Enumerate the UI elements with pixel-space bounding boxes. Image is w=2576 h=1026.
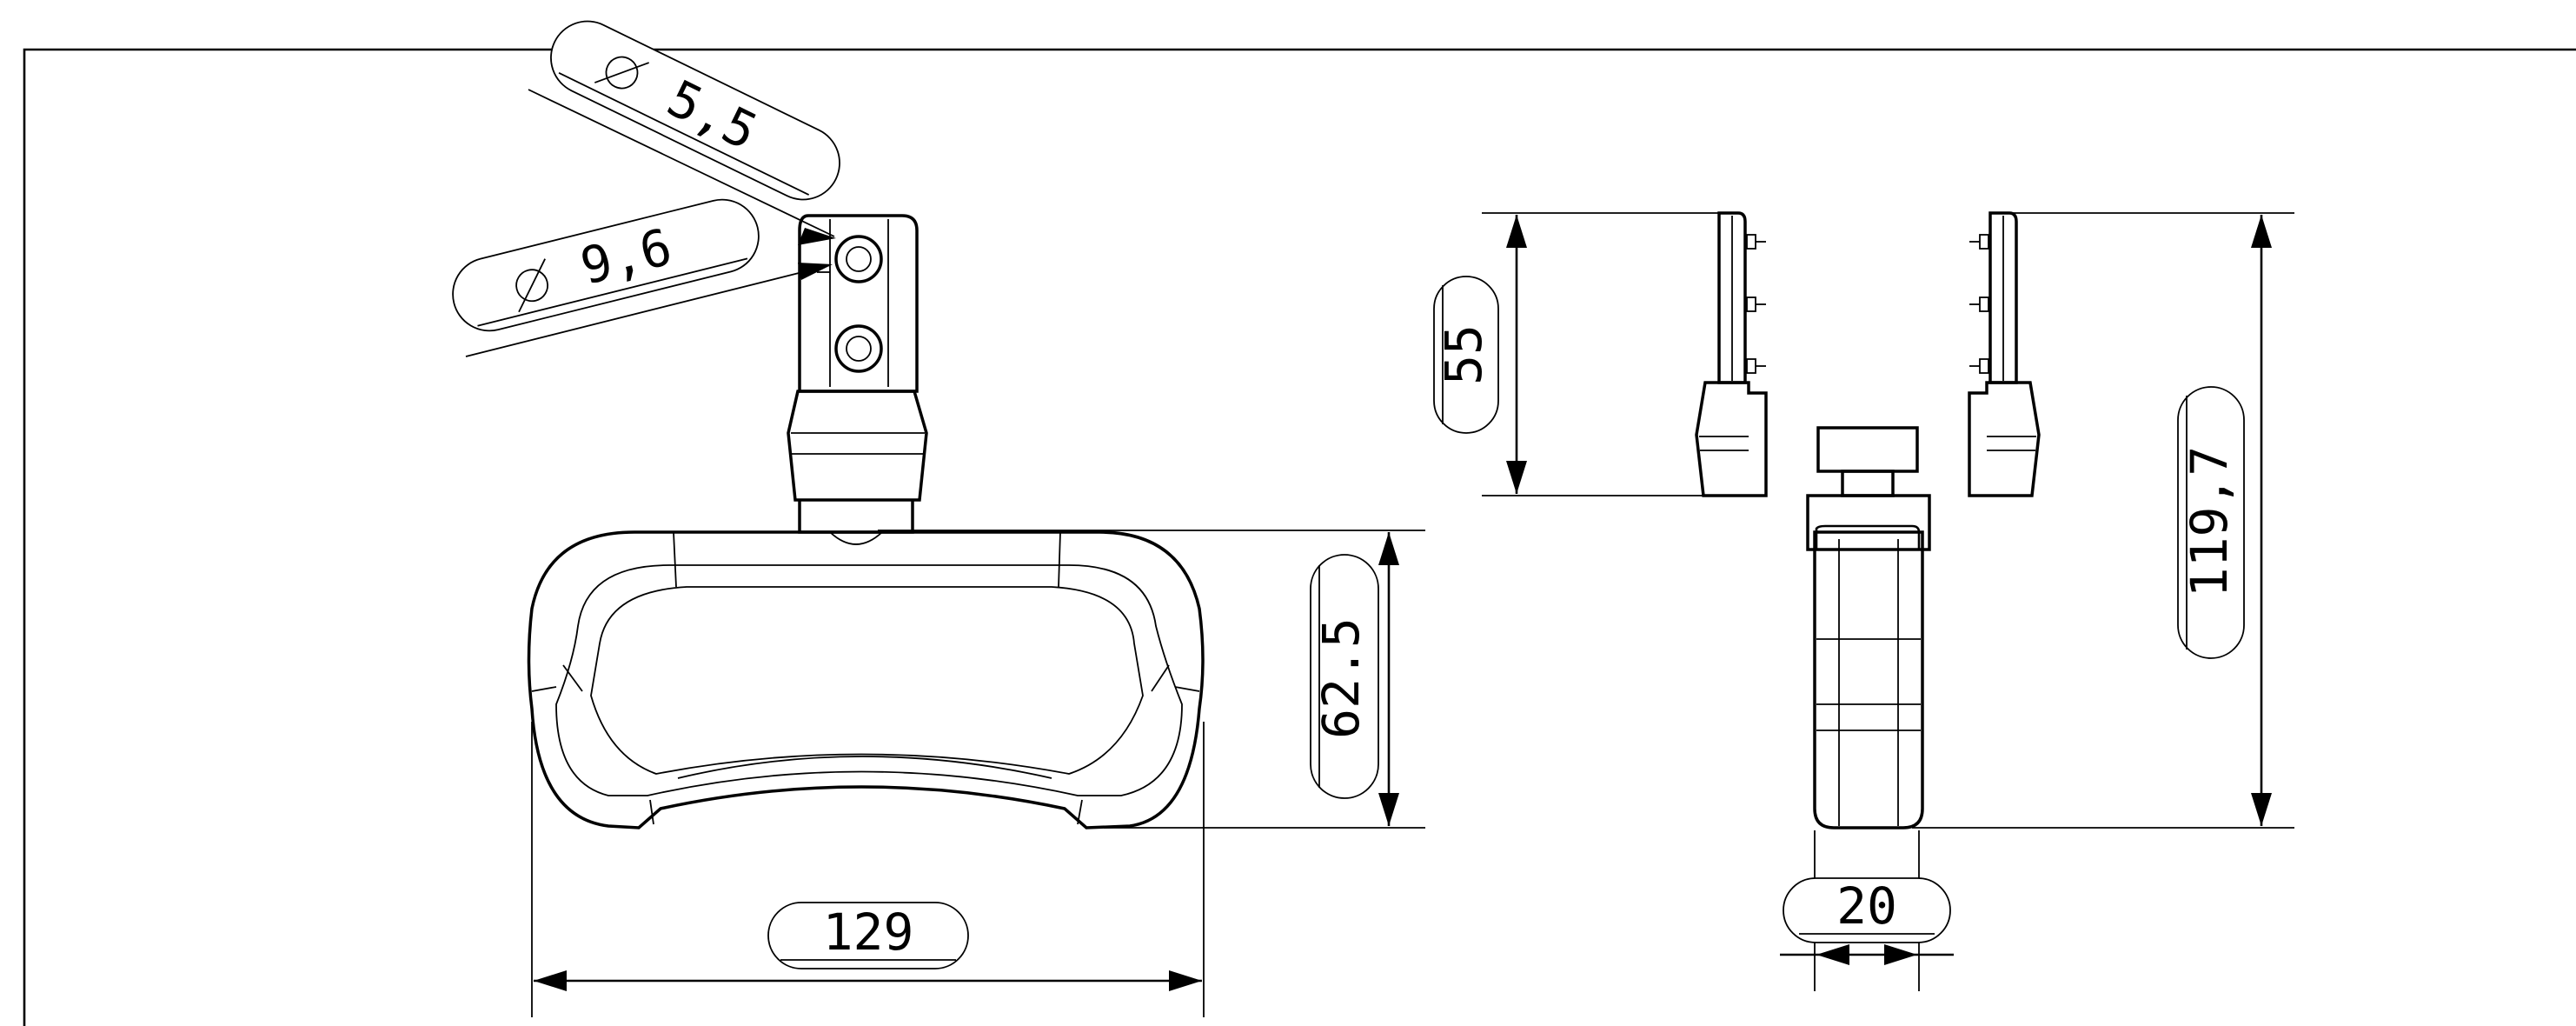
height-side-total-value: 119,7 [2180,446,2239,598]
width-front-value: 129 [823,903,914,962]
diameter-symbol-icon [605,56,639,90]
front-view: 62.5 129 5,5 [452,20,1425,1017]
dimension-height-side-top: 55 [1433,212,1766,496]
handle-body [527,530,1205,829]
side-view-profile [1806,426,1931,829]
side-view-right [1968,211,2041,497]
callout-hole-large: 9,6 [452,198,833,357]
dimension-height-front: 62.5 [878,530,1425,829]
callout-hole-small: 5,5 [528,20,840,245]
dimension-width-front: 129 [531,722,1205,1017]
thickness-side-value: 20 [1836,876,1897,936]
drawing-frame [23,48,2576,1026]
diameter-symbol-icon-2 [515,269,548,303]
mounting-plate [798,214,919,393]
dimension-thickness-side: 20 [1780,830,1954,991]
neck-block [787,390,928,545]
dimension-height-side-total: 119,7 [1912,212,2294,829]
height-front-value: 62.5 [1311,617,1371,739]
side-view-left [1695,211,1768,497]
height-side-top-value: 55 [1434,324,1493,385]
